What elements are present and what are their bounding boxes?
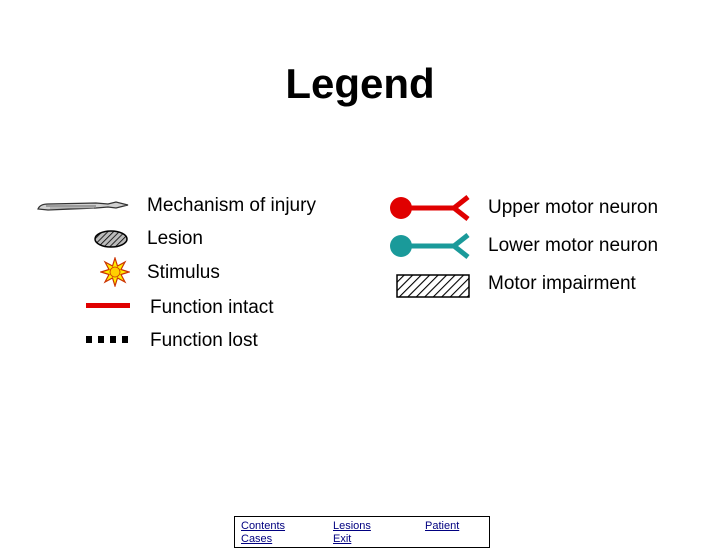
nav-link-contents[interactable]: Contents <box>241 520 286 532</box>
legend-label-function-intact: Function intact <box>150 297 274 318</box>
legend-label-mechanism: Mechanism of injury <box>147 195 316 216</box>
legend-title: Legend <box>285 60 435 107</box>
solid-red-line-icon <box>86 303 130 308</box>
lower-motor-neuron-icon <box>390 233 470 259</box>
hatched-rectangle-icon <box>396 274 470 298</box>
legend-label-lower-motor-neuron: Lower motor neuron <box>488 235 659 256</box>
dotted-black-line-icon <box>86 336 128 343</box>
nav-link-exit[interactable]: Exit <box>333 533 352 545</box>
upper-motor-neuron-icon <box>390 195 470 221</box>
navigation-bar: Contents Lesions Patient Cases Exit <box>234 516 490 548</box>
scalpel-icon <box>37 201 129 211</box>
hatched-ellipse-icon <box>94 230 128 248</box>
nav-link-cases[interactable]: Cases <box>241 533 273 545</box>
legend-label-stimulus: Stimulus <box>147 262 220 283</box>
legend-label-upper-motor-neuron: Upper motor neuron <box>488 197 659 218</box>
legend-label-function-lost: Function lost <box>150 330 258 351</box>
nav-link-patient[interactable]: Patient <box>425 520 460 532</box>
starburst-icon <box>100 257 130 287</box>
nav-link-lesions[interactable]: Lesions <box>333 520 371 532</box>
legend-label-motor-impairment: Motor impairment <box>488 273 636 294</box>
legend-label-lesion: Lesion <box>147 228 203 249</box>
